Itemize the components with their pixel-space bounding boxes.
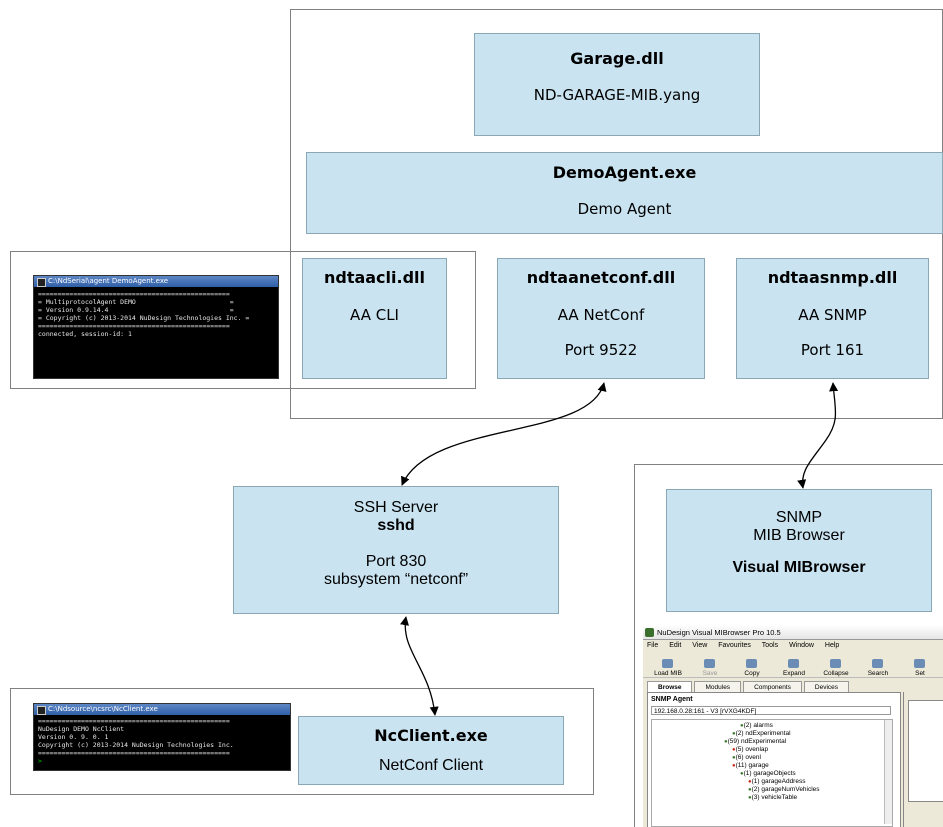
ssh-server-label: SSH Server bbox=[353, 499, 439, 516]
ncclient-subtitle: NetConf Client bbox=[378, 757, 484, 774]
netconf-ssh-arrow bbox=[401, 382, 607, 486]
mib-browser-window: NuDesign Visual MIBrowser Pro 10.5 File … bbox=[643, 626, 943, 827]
snmp-browser-line3: Visual MIBrowser bbox=[732, 559, 866, 576]
console-line: ========================================… bbox=[38, 749, 230, 757]
snmp-dll-title: ndtaasnmp.dll bbox=[767, 268, 898, 287]
ssh-server-subsystem: subsystem “netconf” bbox=[323, 571, 469, 588]
cli-dll-subtitle: AA CLI bbox=[350, 306, 399, 324]
tree-node[interactable]: (1) garageObjects bbox=[740, 770, 796, 778]
tab-modules[interactable]: Modules bbox=[694, 681, 742, 693]
mib-tree: (2) alarms (2) ndExperimental (59) ndExp… bbox=[651, 719, 893, 827]
demo-agent-subtitle: Demo Agent bbox=[577, 200, 672, 218]
snmp-dll-subtitle: AA SNMP bbox=[798, 306, 867, 324]
console-line: = Version 0.9.14.4 = bbox=[38, 306, 234, 314]
snmp-browser-box: SNMP MIB Browser Visual MIBrowser bbox=[666, 489, 932, 612]
menu-edit[interactable]: Edit bbox=[669, 642, 682, 649]
console-line: connected, session-id: 1 bbox=[38, 330, 132, 338]
ssh-server-box: SSH Server sshd Port 830 subsystem “netc… bbox=[233, 486, 559, 614]
expand-button[interactable]: Expand bbox=[773, 658, 815, 677]
tab-components[interactable]: Components bbox=[743, 681, 802, 693]
tree-node[interactable]: (6) ovenl bbox=[732, 754, 761, 762]
console-prompt: > bbox=[38, 757, 42, 765]
cli-dll-box: ndtaacli.dll AA CLI bbox=[302, 258, 447, 379]
collapse-button[interactable]: Collapse bbox=[815, 658, 857, 677]
console-line: ========================================… bbox=[38, 717, 230, 725]
save-button[interactable]: Save bbox=[689, 658, 731, 677]
tree-node[interactable]: (2) ndExperimental bbox=[732, 730, 791, 738]
tree-node[interactable]: (59) ndExperimental bbox=[724, 738, 787, 746]
cli-group-frame bbox=[10, 251, 476, 389]
tree-node[interactable]: (2) garageNumVehicles bbox=[748, 786, 820, 794]
mib-side-panel bbox=[903, 692, 943, 827]
ssh-ncclient-arrow bbox=[400, 616, 439, 716]
console-line: ========================================… bbox=[38, 290, 230, 298]
snmp-dll-port: Port 161 bbox=[800, 341, 865, 359]
demo-agent-title: DemoAgent.exe bbox=[552, 163, 697, 182]
mib-browser-titlebar: NuDesign Visual MIBrowser Pro 10.5 bbox=[643, 626, 943, 640]
snmp-browser-line1: SNMP bbox=[775, 509, 823, 526]
snmp-dll-box: ndtaasnmp.dll AA SNMP Port 161 bbox=[736, 258, 929, 379]
netconf-dll-box: ndtaanetconf.dll AA NetConf Port 9522 bbox=[497, 258, 705, 379]
demo-agent-box: DemoAgent.exe Demo Agent bbox=[306, 152, 943, 234]
console-line: Version 0. 9. 0. 1 bbox=[38, 733, 109, 741]
snmp-browser-arrow bbox=[797, 382, 839, 489]
ncclient-box: NcClient.exe NetConf Client bbox=[298, 716, 564, 785]
netconf-dll-title: ndtaanetconf.dll bbox=[526, 268, 676, 287]
ncclient-console-titlebar: C:\Ndsource\ncsrc\NcClient.exe bbox=[34, 704, 290, 715]
menu-tools[interactable]: Tools bbox=[761, 642, 779, 649]
ssh-server-port: Port 830 bbox=[365, 553, 427, 570]
mib-browse-panel: SNMP Agent 192.168.0.28:161 - V3 [rVXG4K… bbox=[647, 692, 901, 827]
snmp-agent-select[interactable]: 192.168.0.28:161 - V3 [rVXG4KDF] bbox=[651, 706, 891, 715]
mib-browser-menubar: File Edit View Favourites Tools Window H… bbox=[643, 640, 943, 651]
menu-view[interactable]: View bbox=[692, 642, 708, 649]
console-line: ========================================… bbox=[38, 322, 230, 330]
load-mib-button[interactable]: Load MIB bbox=[647, 658, 689, 677]
mib-browser-tabs: Browse Modules Components Devices bbox=[643, 681, 943, 693]
menu-window[interactable]: Window bbox=[789, 642, 814, 649]
garage-dll-box: Garage.dll ND-GARAGE-MIB.yang bbox=[474, 33, 760, 136]
snmp-browser-line2: MIB Browser bbox=[753, 527, 845, 544]
tab-devices[interactable]: Devices bbox=[803, 681, 850, 693]
cli-dll-title: ndtaacli.dll bbox=[323, 268, 426, 287]
ncclient-group-frame bbox=[10, 688, 594, 795]
cli-console-window: C:\NdSerial\agent DemoAgent.exe ========… bbox=[33, 275, 279, 379]
ncclient-console-window: C:\Ndsource\ncsrc\NcClient.exe =========… bbox=[33, 703, 291, 771]
garage-dll-subtitle: ND-GARAGE-MIB.yang bbox=[533, 86, 701, 104]
mib-browser-toolbar: Load MIB Save Copy Expand Collapse Searc… bbox=[643, 651, 943, 678]
tree-node[interactable]: (3) vehicleTable bbox=[748, 794, 798, 802]
set-button[interactable]: Set bbox=[899, 658, 941, 677]
console-line: = Copyright (c) 2013-2014 NuDesign Techn… bbox=[38, 314, 250, 322]
tab-browse[interactable]: Browse bbox=[647, 681, 693, 693]
garage-dll-title: Garage.dll bbox=[570, 49, 664, 68]
tree-node[interactable]: (11) garage bbox=[732, 762, 769, 770]
console-line: = MultiprotocolAgent DEMO = bbox=[38, 298, 234, 306]
menu-file[interactable]: File bbox=[647, 642, 659, 649]
menu-favourites[interactable]: Favourites bbox=[718, 642, 751, 649]
netconf-dll-port: Port 9522 bbox=[564, 341, 638, 359]
snmp-browser-frame bbox=[634, 464, 943, 827]
console-line: NuDesign DEMO NcClient bbox=[38, 725, 125, 733]
cli-console-titlebar: C:\NdSerial\agent DemoAgent.exe bbox=[34, 276, 278, 287]
search-button[interactable]: Search bbox=[857, 658, 899, 677]
tree-node[interactable]: (5) ovenlap bbox=[732, 746, 769, 754]
mib-side-grid bbox=[908, 700, 943, 802]
snmp-agent-label: SNMP Agent bbox=[651, 696, 693, 703]
console-line: Copyright (c) 2013-2014 NuDesign Technol… bbox=[38, 741, 234, 749]
tree-node[interactable]: (1) garageAddress bbox=[748, 778, 806, 786]
tree-scrollbar[interactable] bbox=[884, 720, 892, 824]
copy-button[interactable]: Copy bbox=[731, 658, 773, 677]
menu-help[interactable]: Help bbox=[824, 642, 840, 649]
ssh-server-name: sshd bbox=[377, 517, 415, 534]
ncclient-title: NcClient.exe bbox=[374, 726, 488, 745]
netconf-dll-subtitle: AA NetConf bbox=[557, 306, 645, 324]
tree-node[interactable]: (2) alarms bbox=[740, 722, 773, 730]
